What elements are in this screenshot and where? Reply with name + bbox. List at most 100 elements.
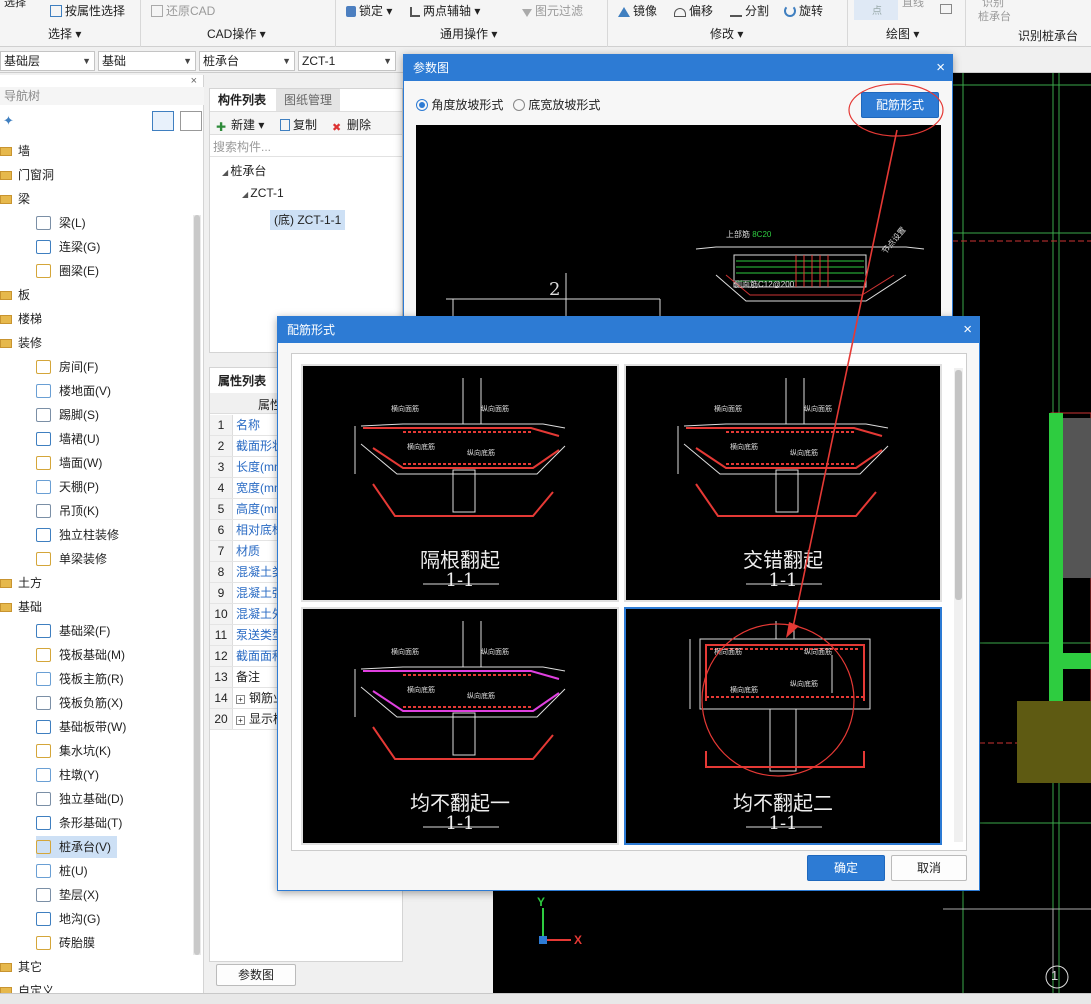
nav-item[interactable]: 基础板带(W)	[36, 716, 132, 738]
lock-button[interactable]: 锁定 ▾	[346, 2, 392, 20]
nav-item[interactable]: 桩承台(V)	[36, 836, 117, 858]
rebar-form-button[interactable]: 配筋形式	[861, 92, 939, 118]
search-input[interactable]: 搜索构件...	[210, 137, 402, 157]
nav-folder[interactable]: 基础	[0, 596, 42, 618]
cancel-button[interactable]: 取消	[891, 855, 967, 881]
cad-ops-label[interactable]: CAD操作 ▾	[207, 27, 266, 41]
tab-component-list[interactable]: 构件列表	[210, 89, 275, 111]
tree-node-zct1[interactable]: ◢ ZCT-1	[242, 186, 284, 200]
ribbon-group-modify: 镜像 偏移 分割 旋转 修改 ▾	[608, 0, 848, 47]
draw-label[interactable]: 绘图 ▾	[886, 27, 920, 41]
nav-item[interactable]: 独立基础(D)	[36, 788, 130, 810]
radio-angle-slope[interactable]: 角度放坡形式	[416, 96, 503, 113]
mirror-button[interactable]: 镜像	[618, 2, 657, 20]
category-combo[interactable]: 基础▼	[98, 51, 196, 71]
close-icon[interactable]: ×	[963, 321, 972, 338]
nav-folder[interactable]: 梁	[0, 188, 30, 210]
nav-item[interactable]: 桩(U)	[36, 860, 94, 882]
nav-item[interactable]: 圈梁(E)	[36, 260, 105, 282]
nav-item[interactable]: 砖胎膜	[36, 932, 101, 954]
nav-folder[interactable]: 其它	[0, 956, 42, 978]
rect-draw-icon[interactable]	[940, 4, 952, 14]
close-icon[interactable]: ×	[936, 59, 945, 76]
type-combo[interactable]: 桩承台▼	[199, 51, 295, 71]
nav-item[interactable]: 踢脚(S)	[36, 404, 105, 426]
nav-folder[interactable]: 板	[0, 284, 30, 306]
param-diagram-button[interactable]: 参数图	[216, 964, 296, 986]
nav-folder[interactable]: 楼梯	[0, 308, 42, 330]
component-icon	[36, 432, 51, 446]
nav-item[interactable]: 垫层(X)	[36, 884, 105, 906]
add-icon[interactable]: ✦	[3, 113, 14, 128]
tree-node-zct1-1[interactable]: (底) ZCT-1-1	[270, 210, 346, 230]
select-top-label[interactable]: 选择	[4, 0, 26, 9]
nav-item[interactable]: 墙裙(U)	[36, 428, 106, 450]
scrollbar[interactable]	[193, 215, 201, 955]
nav-folder[interactable]: 墙	[0, 140, 30, 162]
new-button[interactable]: ✚新建 ▾	[216, 118, 265, 134]
nav-item[interactable]: 条形基础(T)	[36, 812, 128, 834]
nav-item[interactable]: 梁(L)	[36, 212, 92, 234]
radio-width-slope[interactable]: 底宽放坡形式	[513, 96, 600, 113]
delete-icon: ✖	[332, 122, 342, 134]
cad-olive-block	[1017, 701, 1091, 783]
copy-button[interactable]: 复制	[280, 116, 317, 133]
scrollbar[interactable]	[954, 368, 963, 842]
label-long-top: 纵向面筋	[481, 649, 509, 656]
nav-item[interactable]: 筏板基础(M)	[36, 644, 131, 666]
select-group-label[interactable]: 选择 ▾	[48, 27, 82, 41]
modify-label[interactable]: 修改 ▾	[710, 27, 744, 41]
nav-item[interactable]: 筏板主筋(R)	[36, 668, 130, 690]
nav-title: 导航树	[0, 87, 204, 105]
option-name: 交错翻起	[743, 548, 823, 572]
point-draw-button[interactable]: 点	[854, 0, 898, 20]
close-icon[interactable]: ×	[190, 75, 197, 87]
straight-line-button[interactable]: 直线	[902, 0, 924, 9]
rotate-button[interactable]: 旋转	[784, 2, 823, 20]
floor-combo[interactable]: 基础层▼	[0, 51, 95, 71]
two-point-axis-button[interactable]: 两点辅轴 ▾	[410, 2, 480, 20]
nav-folder[interactable]: 门窗洞	[0, 164, 54, 186]
list-view-icon[interactable]	[152, 111, 174, 131]
component-combo[interactable]: ZCT-1▼	[298, 51, 396, 71]
nav-item[interactable]: 墙面(W)	[36, 452, 108, 474]
nav-item[interactable]: 天棚(P)	[36, 476, 105, 498]
component-icon	[36, 264, 51, 278]
offset-button[interactable]: 偏移	[674, 2, 713, 20]
recognize-pile-cap-button[interactable]: 桩承台	[978, 11, 1011, 23]
split-button[interactable]: 分割	[730, 2, 769, 20]
delete-button[interactable]: ✖删除	[332, 118, 372, 134]
nav-item[interactable]: 柱墩(Y)	[36, 764, 105, 786]
select-by-attr-button[interactable]: 按属性选择	[50, 2, 125, 20]
general-ops-label[interactable]: 通用操作 ▾	[440, 27, 498, 41]
component-icon	[36, 744, 51, 758]
nav-item[interactable]: 房间(F)	[36, 356, 104, 378]
nav-item[interactable]: 单梁装修	[36, 548, 113, 570]
grid-view-icon[interactable]	[180, 111, 202, 131]
nav-item[interactable]: 基础梁(F)	[36, 620, 116, 642]
nav-item[interactable]: 筏板负筋(X)	[36, 692, 129, 714]
nav-item[interactable]: 楼地面(V)	[36, 380, 117, 402]
nav-item[interactable]: 吊顶(K)	[36, 500, 105, 522]
tab-property-list[interactable]: 属性列表	[218, 374, 267, 388]
nav-item[interactable]: 集水坑(K)	[36, 740, 117, 762]
nav-item[interactable]: 地沟(G)	[36, 908, 106, 930]
ucs-y-label: Y	[537, 895, 546, 909]
nav-item[interactable]: 独立柱装修	[36, 524, 125, 546]
filter-button[interactable]: 图元过滤	[522, 2, 583, 20]
nav-folder[interactable]: 装修	[0, 332, 42, 354]
chevron-down-icon: ▼	[183, 56, 192, 66]
tree-node-pile-cap[interactable]: ◢ 桩承台	[222, 164, 267, 178]
nav-item[interactable]: 连梁(G)	[36, 236, 106, 258]
nav-folder[interactable]: 土方	[0, 572, 42, 594]
recognize-small-label: 识别	[982, 0, 1004, 9]
restore-cad-button[interactable]: 还原CAD	[151, 2, 215, 20]
param-diagram-dialog: 参数图 × 角度放坡形式 底宽放坡形式 配筋形式	[403, 54, 953, 324]
tab-drawing-manage[interactable]: 图纸管理	[276, 89, 341, 111]
ok-button[interactable]: 确定	[807, 855, 885, 881]
